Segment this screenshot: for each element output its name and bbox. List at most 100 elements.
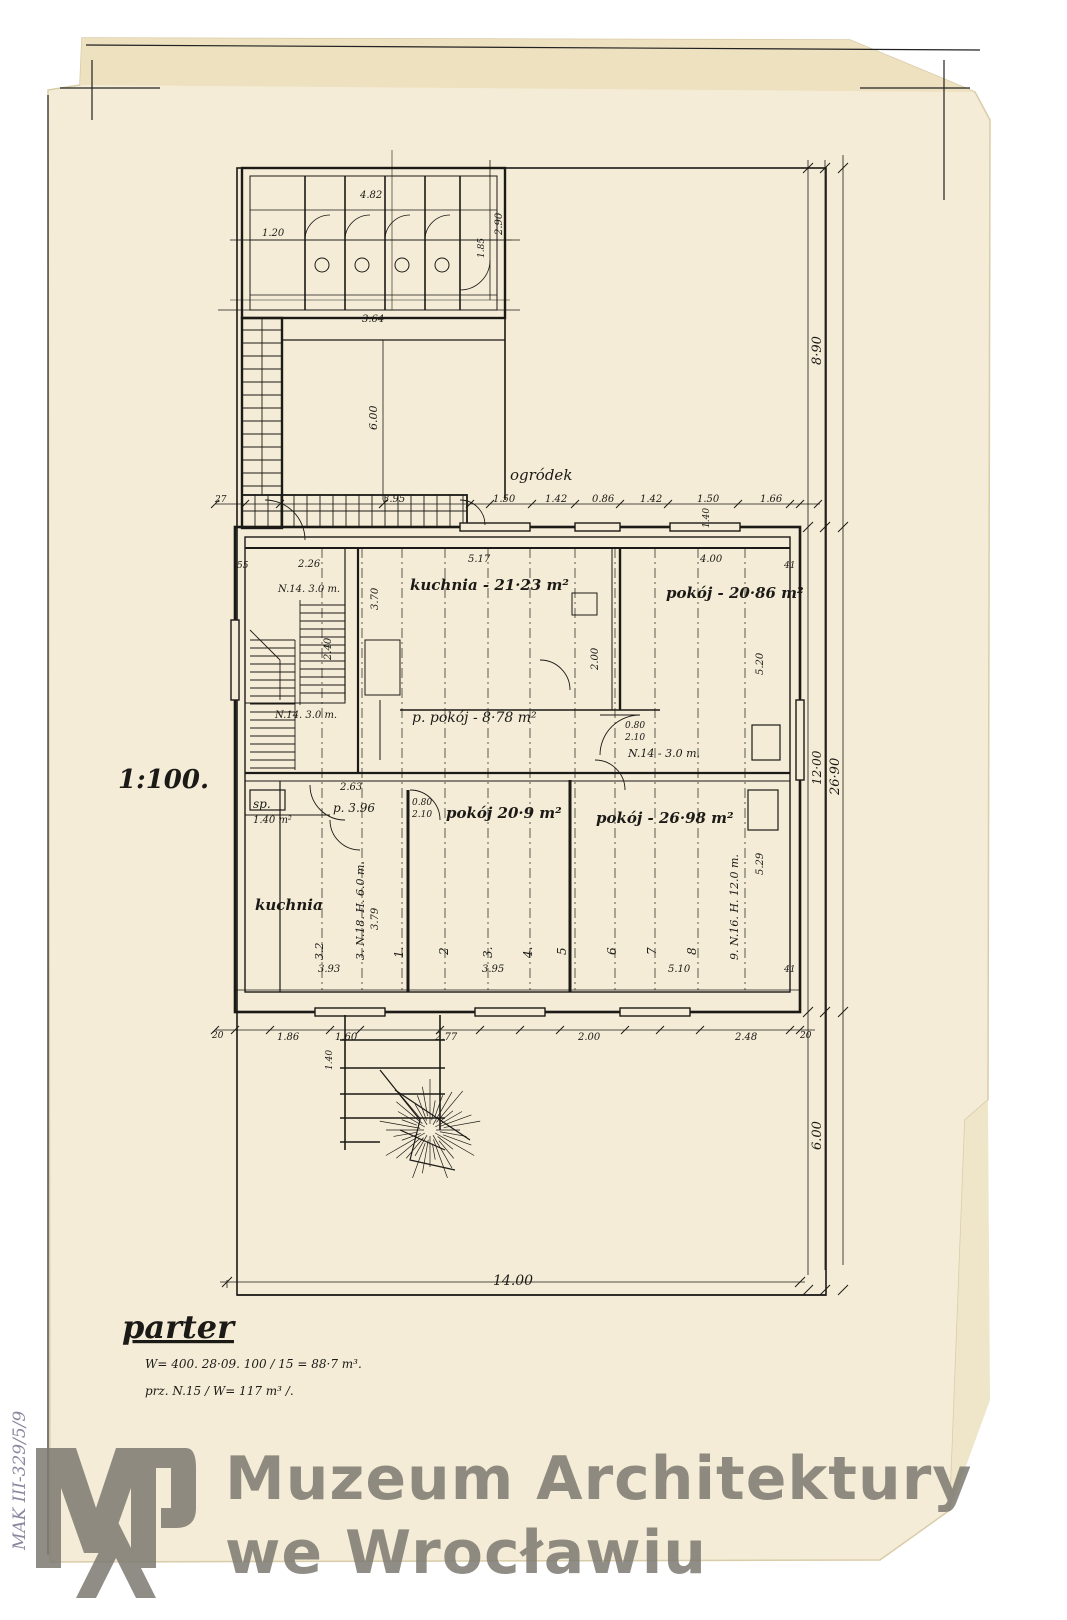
column-label-right: 9. N.16. H. 12.0 m.	[728, 854, 741, 960]
drawing-stroke	[210, 499, 220, 509]
dim-room-width-1: 3.93	[318, 964, 340, 975]
door-swings	[264, 499, 641, 851]
pantry-label: sp.	[253, 797, 271, 811]
dim-yard-depth: 6.00	[367, 406, 380, 431]
axis-7: 7	[645, 947, 659, 955]
drawing-stroke	[695, 1025, 705, 1035]
drawing-stroke	[837, 521, 849, 533]
dim-bottom-2: 1.60	[335, 1032, 358, 1043]
dim-bottom-3: 2.77	[434, 1032, 458, 1043]
entrance-path	[340, 1015, 471, 1171]
drawing-stroke	[795, 499, 805, 509]
drawing-stroke	[432, 1143, 436, 1160]
site-boundary	[236, 167, 827, 1296]
axis-3: 3.	[481, 947, 495, 958]
drawing-stroke	[802, 1284, 814, 1296]
dim-edge-1b: 20	[799, 1031, 812, 1041]
drawing-stroke	[439, 1131, 467, 1137]
structural-grid	[321, 548, 746, 990]
wc-label: 1.40 m²	[253, 815, 292, 826]
drawing-stroke	[515, 1025, 525, 1035]
drawing-stroke	[210, 1025, 220, 1035]
dim-top-4: 1.42	[640, 494, 662, 505]
dim-top-6: 1.66	[760, 494, 783, 505]
axis-32: 3.2	[313, 943, 326, 961]
drawing-stroke	[785, 499, 795, 509]
drawing-stroke	[433, 1139, 448, 1179]
drawing-stroke	[378, 499, 388, 509]
dim-edge-1: 20	[211, 1031, 224, 1041]
room-label-kitchen-lower: kuchnia	[255, 896, 323, 914]
drawing-stroke	[802, 162, 814, 174]
drawing-stroke	[819, 1006, 831, 1018]
drawing-stroke	[437, 1136, 454, 1150]
drawing-stroke	[837, 1284, 849, 1296]
dim-edge-4: 55	[237, 561, 249, 571]
crop-marks	[60, 44, 981, 200]
drawing-stroke	[396, 1101, 423, 1124]
inventory-number: MAK III-329/5/9	[10, 1410, 30, 1550]
drawing-stroke	[393, 1132, 417, 1137]
sheet-title: parter	[122, 1308, 236, 1346]
drawing-stroke	[435, 1132, 475, 1156]
drawing-stroke	[485, 499, 495, 509]
dim-yard-width: 3.64	[362, 314, 384, 325]
dim-stair-h: 2.40	[323, 637, 334, 661]
dim-depth-house: 12·00	[810, 750, 824, 785]
drawing-stroke	[432, 1135, 453, 1169]
dim-door-2b: 2.10	[624, 733, 645, 743]
drawing-stroke	[397, 1111, 425, 1128]
dim-total-width: 14.00	[493, 1273, 533, 1289]
drawing-stroke	[325, 1025, 335, 1035]
drawing-stroke	[733, 499, 743, 509]
room-label-room-lower-mid: pokój 20·9 m²	[446, 804, 562, 822]
drawing-stroke	[443, 1120, 481, 1128]
dim-top-1: 1.50	[493, 494, 516, 505]
drawing-stroke	[275, 499, 285, 509]
drawing-stroke	[443, 1134, 472, 1146]
drawing-stroke	[401, 1133, 421, 1141]
drawing-stroke	[414, 1135, 428, 1157]
watermark: Muzeum Architektury we Wrocławiu	[225, 1442, 972, 1590]
dim-top-5: 1.50	[697, 494, 720, 505]
axis-1: 1.	[392, 947, 406, 958]
dim-total-height: 26·90	[828, 758, 843, 796]
drawing-stroke	[555, 1025, 565, 1035]
drawing-stroke	[265, 1025, 275, 1035]
drawing-stroke	[475, 1025, 485, 1035]
drawing-stroke	[802, 1006, 814, 1018]
dim-window-1: 1.40	[702, 508, 712, 528]
dim-house-depth-right-low: 5.29	[755, 852, 766, 875]
drawing-stroke	[422, 1086, 428, 1117]
dim-annex-depth: 2.90	[494, 212, 505, 236]
drawing-stroke	[436, 1090, 464, 1123]
stair-label-lower: N.14. 3.0 m.	[274, 710, 337, 721]
dim-top-3: 0.86	[592, 494, 615, 505]
axis-6: 6	[605, 947, 619, 955]
dim-top-10: 4.00	[699, 554, 723, 565]
drawing-stroke	[240, 499, 250, 509]
room-label-kitchen-upper: kuchnia - 21·23 m²	[410, 576, 569, 594]
dim-annex-w-2: 1.20	[262, 228, 285, 239]
dim-depth-front: 6.00	[810, 1121, 825, 1150]
dim-kitchen-depth: 3.79	[370, 907, 381, 930]
drawing-stroke	[440, 1110, 454, 1122]
staircase	[249, 600, 345, 770]
drawing-stroke	[385, 1132, 425, 1156]
dim-house-depth-right: 5.20	[755, 652, 766, 675]
drawing-stroke	[663, 499, 673, 509]
museum-logo	[36, 1448, 196, 1598]
axis-8: 8	[685, 947, 699, 955]
drawing-stroke	[401, 1119, 417, 1126]
stair-label-upper: N.14. 3.0 m.	[277, 584, 340, 595]
volume-line-1: W= 400. 28·09. 100 / 15 = 88·7 m³.	[145, 1357, 362, 1371]
drawing-stroke	[405, 1137, 424, 1159]
watermark-line-1: Muzeum Architektury	[225, 1444, 973, 1514]
drawing-stroke	[221, 1276, 233, 1288]
windows	[230, 522, 805, 1017]
drawing-stroke	[802, 521, 814, 533]
dim-room-width-2: 3.95	[482, 964, 504, 975]
yard-paving	[242, 318, 467, 527]
dim-room-width-3: 5.10	[668, 964, 691, 975]
